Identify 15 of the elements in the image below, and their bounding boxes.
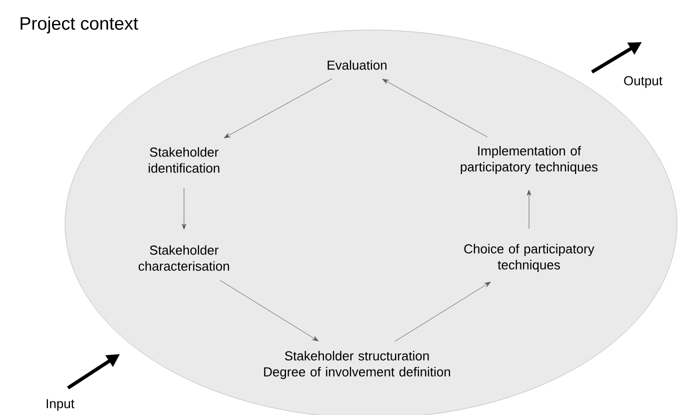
step-label: Stakeholder characterisation [138, 245, 230, 271]
context-title: Project context [20, 16, 138, 34]
io-label: Input [46, 399, 74, 411]
arrow [382, 78, 488, 138]
step-label: Stakeholder structuration Degree of involvement definition [264, 350, 450, 380]
arrow [224, 78, 332, 138]
arrow [394, 282, 491, 342]
arrow [526, 190, 532, 229]
arrow [182, 188, 186, 230]
step-label: Stakeholder identification [148, 147, 220, 173]
step-label: Evaluation [328, 60, 386, 70]
step-label: Implementation of participatory techniques [460, 146, 598, 174]
arrow [220, 280, 319, 342]
step-label: Choice of participatory techniques [464, 244, 594, 272]
io-label: Output [624, 76, 662, 88]
